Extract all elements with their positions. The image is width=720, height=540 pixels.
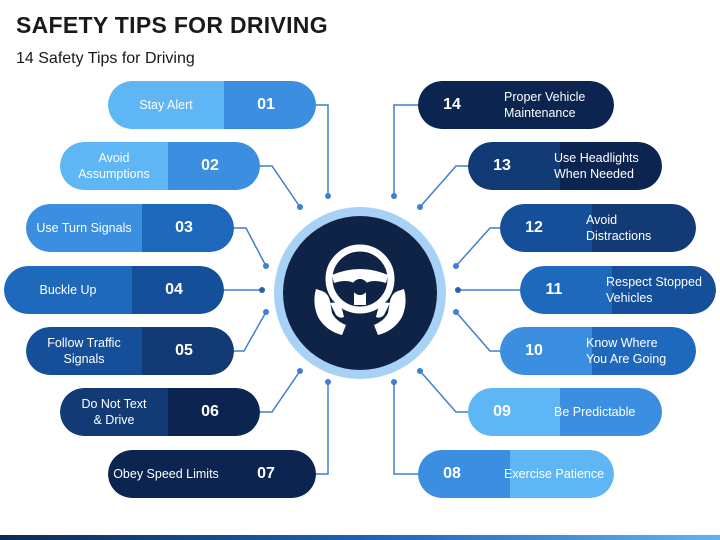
page-title: SAFETY TIPS FOR DRIVING: [16, 12, 328, 38]
tip-number: 01: [257, 96, 275, 113]
tip-number-segment: [468, 142, 560, 190]
tip-label: Exercise Patience: [504, 467, 605, 481]
steering-wheel-hub: [274, 207, 446, 379]
tip-number-segment: [132, 266, 224, 314]
connector-dot: [263, 309, 269, 315]
tip-number: 12: [525, 219, 543, 236]
tip-number-segment: [142, 204, 234, 252]
connector-line: [230, 227, 267, 267]
tip-label-segment: [610, 266, 716, 314]
tip-number: 08: [443, 465, 461, 482]
tip-number: 03: [175, 219, 193, 236]
tip-number: 02: [201, 157, 219, 174]
tip-pill-07: Obey Speed Limits 07: [108, 450, 316, 498]
tip-number-segment: [520, 266, 612, 314]
tip-number-segment: [500, 327, 592, 375]
tip-number: 14: [443, 96, 461, 113]
tip-label: Buckle Up: [39, 283, 97, 297]
connector-line: [393, 104, 420, 196]
tip-number-segment: [468, 388, 560, 436]
tip-number-segment: [418, 450, 510, 498]
tip-pill-03: Use Turn Signals 03: [26, 204, 234, 252]
connector-dot: [259, 287, 265, 293]
connector-dot: [391, 379, 397, 385]
tip-pill-06: Do Not Text& Drive 06: [60, 388, 260, 436]
tip-label-segment: [508, 450, 614, 498]
tip-pill-09: Be Predictable 09: [468, 388, 662, 436]
connector-dot: [417, 368, 423, 374]
tip-label: Obey Speed Limits: [113, 467, 219, 481]
tip-label: Do Not Text& Drive: [81, 397, 147, 427]
tip-number: 06: [201, 403, 219, 420]
tip-number-segment: [224, 450, 316, 498]
connector-dot: [453, 263, 459, 269]
tip-number-segment: [418, 81, 510, 129]
tip-number: 09: [493, 403, 511, 420]
steering-wheel-hands-icon: [314, 244, 406, 335]
bottom-accent-bar: [0, 535, 720, 540]
connector-dot: [455, 287, 461, 293]
tip-number: 10: [525, 342, 543, 359]
tip-label-segment: [590, 327, 696, 375]
connector-line: [393, 382, 420, 475]
connector-dot: [297, 204, 303, 210]
tip-number: 05: [175, 342, 193, 359]
connector-line: [258, 165, 301, 208]
connector-dot: [325, 193, 331, 199]
connector-line: [455, 311, 502, 352]
tip-label-segment: [558, 142, 662, 190]
tip-label: Stay Alert: [139, 98, 193, 112]
tip-number-segment: [224, 81, 316, 129]
tip-number-segment: [500, 204, 592, 252]
tip-label-segment: [558, 388, 662, 436]
tip-label-segment: [4, 266, 156, 314]
connector-dot: [325, 379, 331, 385]
tip-pill-08: Exercise Patience 08: [418, 450, 614, 498]
connector-dot: [263, 263, 269, 269]
connector-dot: [417, 204, 423, 210]
tip-label-segment: [590, 204, 696, 252]
page-subtitle: 14 Safety Tips for Driving: [16, 50, 195, 67]
tip-number-segment: [168, 388, 260, 436]
tip-number-segment: [168, 142, 260, 190]
tip-number-segment: [142, 327, 234, 375]
connector-line: [230, 311, 267, 352]
tip-label: Be Predictable: [554, 405, 636, 419]
tip-number: 13: [493, 157, 511, 174]
connector-line: [419, 165, 470, 208]
connector-dot: [297, 368, 303, 374]
connector-line: [419, 370, 470, 413]
connector-line: [258, 370, 301, 413]
tip-number: 11: [545, 281, 563, 298]
tip-number: 04: [165, 281, 183, 298]
tip-pill-01: Stay Alert 01: [108, 81, 316, 129]
tip-label: Use Turn Signals: [36, 221, 132, 235]
connector-line: [455, 227, 502, 267]
tip-pill-04: Buckle Up 04: [4, 266, 224, 314]
connector-dot: [391, 193, 397, 199]
tip-number: 07: [257, 465, 275, 482]
connector-dot: [453, 309, 459, 315]
tip-label-segment: [508, 81, 614, 129]
